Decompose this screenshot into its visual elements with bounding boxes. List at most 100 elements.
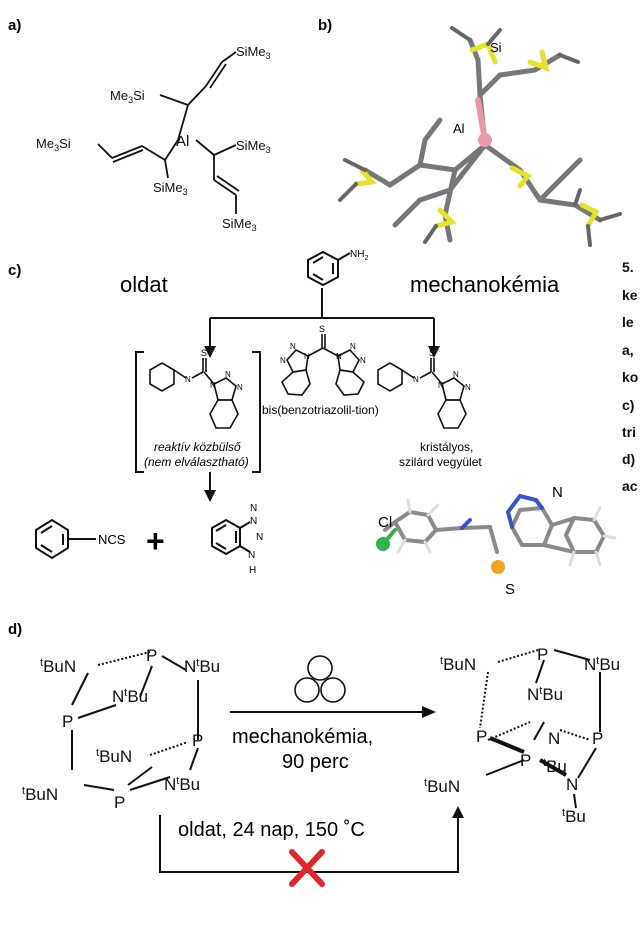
svg-text:tBu: tBu [543,757,567,776]
svg-text:N: N [225,370,231,379]
svg-text:N: N [453,370,459,379]
svg-text:ko: ko [622,369,638,385]
svg-text:P: P [537,645,548,664]
intermediate-caption-1: reaktív közbülső [154,440,241,454]
svg-text:N: N [250,503,257,514]
product-cage-bonds [479,649,601,809]
svg-text:SiMe3: SiMe3 [153,180,188,197]
panel-a-label: a) [8,17,21,34]
panel-d: d) P P P P tBuN NtBu NtBu tBuN tBuN [8,621,620,887]
svg-text:S: S [429,348,435,358]
svg-text:N: N [304,352,310,361]
svg-text:SiMe3: SiMe3 [222,216,257,233]
s-atom [491,560,505,574]
svg-text:tBu: tBu [562,807,586,826]
svg-text:N: N [360,356,366,365]
svg-text:tBuN: tBuN [440,655,476,674]
branch-arrows [209,288,435,350]
molecule-3d-model [338,26,622,247]
phenyl-isothiocyanate [35,518,96,560]
sime3-mid: SiMe [153,180,183,195]
svg-text:ac: ac [622,478,638,494]
cross-icon [289,849,325,887]
svg-text:tBuN: tBuN [96,747,132,766]
panel-c-label: c) [8,262,21,279]
product-cage-labels: P P P P tBuN NtBu NtBu N tBu N tBu tBuN [424,645,620,826]
svg-text:P: P [476,727,487,746]
sime3-top: SiMe [236,44,266,59]
svg-text:Me3Si: Me3Si [110,88,145,105]
svg-text:a,: a, [622,342,634,358]
svg-text:tBuN: tBuN [424,777,460,796]
svg-text:P: P [592,729,603,748]
svg-text:N: N [413,375,419,384]
sime3-right: SiMe [236,138,266,153]
intermediate-brackets [135,351,261,473]
atom-al-a: Al [176,133,189,150]
svg-text:tri: tri [622,424,636,440]
svg-text:SiMe3: SiMe3 [236,138,271,155]
ncs-label: NCS [98,532,126,547]
svg-text:NtBu: NtBu [584,655,620,674]
intermediate-caption-2: (nem elválasztható) [144,455,249,469]
svg-text:N: N [185,375,191,384]
reagent-structure [281,334,365,396]
svg-text:N: N [256,532,263,543]
arrow-bottom: oldat, 24 nap, 150 ˚C [178,819,365,841]
svg-text:H: H [249,565,256,576]
atom-si-b: Si [490,40,502,55]
svg-text:S: S [319,324,325,334]
aniline-structure [307,250,351,287]
product-caption-1: kristályos, [420,440,473,454]
reagent-name: bis(benzotriazolil-tion) [262,403,379,417]
ball-mill-icon [294,655,346,703]
svg-text:N: N [248,550,255,561]
svg-text:N: N [566,775,578,794]
panel-b-label: b) [318,17,332,34]
aniline-nh2: NH [350,249,364,260]
svg-text:N: N [237,383,243,392]
svg-text:S: S [201,348,207,358]
svg-text:N: N [290,342,296,351]
svg-text:5.: 5. [622,259,634,275]
svg-text:N: N [250,516,257,527]
svg-text:NtBu: NtBu [164,775,200,794]
svg-text:N: N [350,342,356,351]
svg-text:NtBu: NtBu [527,685,563,704]
svg-text:P: P [520,751,531,770]
route-mechano-label: mechanokémia [410,272,560,297]
svg-text:ke: ke [622,287,638,303]
svg-text:N: N [465,383,471,392]
panel-c: c) NH2 oldat mechanokémia [8,249,617,598]
intermediate-structure [149,358,239,429]
svg-text:P: P [114,793,125,812]
plus-sign: + [146,523,165,559]
svg-text:Me3Si: Me3Si [36,136,71,153]
svg-text:N: N [438,381,444,390]
svg-text:NH2: NH2 [350,249,368,262]
panel-a: a) Al SiMe3 M [8,17,271,233]
panel-b: b) [318,17,622,247]
panel-d-label: d) [8,621,22,638]
xray-s: S [505,581,515,598]
side-caption: 5. ke le a, ko c) tri d) ac [622,259,638,494]
reactant-cage-labels: P P P P tBuN NtBu NtBu tBuN tBuN NtBu [22,646,220,812]
svg-text:tBuN: tBuN [22,785,58,804]
panel-a-atom-labels: Al SiMe3 Me3Si Me3Si SiMe3 SiMe3 SiMe3 [36,44,271,233]
svg-text:d): d) [622,451,635,467]
svg-text:tBuN: tBuN [40,657,76,676]
arrow-top-1: mechanokémia, [232,726,373,748]
svg-text:P: P [146,646,157,665]
xray-model [376,493,617,574]
route-solution-label: oldat [120,272,168,297]
reactant-cage-bonds [71,651,199,791]
si-atoms [353,40,600,229]
svg-text:c): c) [622,397,634,413]
svg-text:P: P [62,712,73,731]
svg-text:le: le [622,314,634,330]
svg-text:N: N [336,352,342,361]
svg-text:NtBu: NtBu [112,687,148,706]
svg-text:NtBu: NtBu [184,657,220,676]
svg-text:N: N [210,381,216,390]
